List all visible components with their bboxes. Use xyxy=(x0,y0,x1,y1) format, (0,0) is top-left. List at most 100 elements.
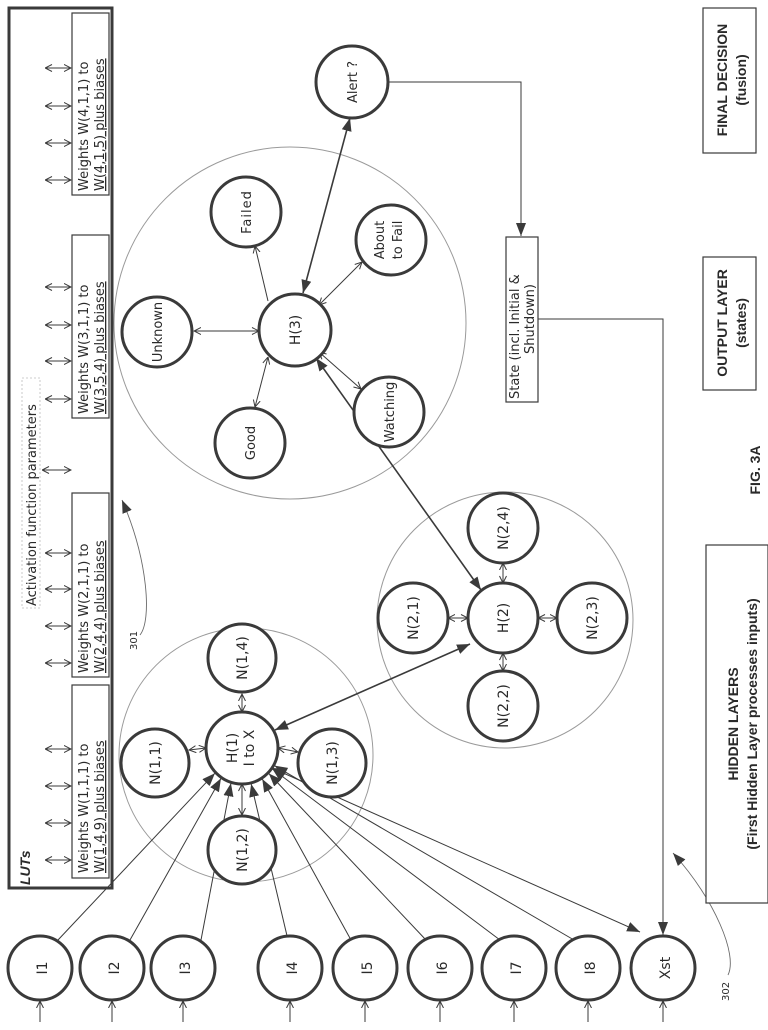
input-node-i1[interactable]: I1 xyxy=(6,934,74,1002)
ref-302-label: 302 xyxy=(721,982,732,1001)
node-h3[interactable]: H(3) xyxy=(257,292,333,368)
state-node-unknown[interactable]: Unknown xyxy=(120,295,194,369)
input-node-label: I7 xyxy=(509,961,525,974)
input-node-i5[interactable]: I5 xyxy=(331,934,399,1002)
ref-302: 302 xyxy=(672,852,732,1001)
alert-label: Alert ? xyxy=(346,61,361,103)
weight-block-2: Weights W(2,1,1) to W(2,4,4) plus biases xyxy=(71,492,110,678)
state-box-line1: State (incl. Initial & xyxy=(508,274,523,399)
node-n-2-3[interactable]: N(2,3) xyxy=(555,581,629,655)
figure-label: FIG. 3A xyxy=(747,445,763,494)
edge-input-5-to-h1 xyxy=(261,778,352,941)
state-node-about-to-fail[interactable]: About to Fail xyxy=(354,203,428,277)
state-node-good[interactable]: Good xyxy=(213,406,287,480)
state-good-label: Good xyxy=(244,426,259,460)
state-node-watching[interactable]: Watching xyxy=(352,375,426,449)
edge-input-7-to-h1 xyxy=(272,768,501,941)
legend-final-decision: FINAL DECISION (fusion) xyxy=(702,7,757,154)
input-node-label: Xst xyxy=(658,956,674,979)
state-failed-label: Failed xyxy=(240,190,255,234)
legend-output-layer: OUTPUT LAYER (states) xyxy=(702,256,757,391)
node-n-2-1-label: N(2,1) xyxy=(406,596,422,640)
alert-node[interactable]: Alert ? xyxy=(314,44,390,120)
node-n-1-4-label: N(1,4) xyxy=(235,636,251,680)
input-node-i2[interactable]: I2 xyxy=(78,934,146,1002)
node-n-2-2-label: N(2,2) xyxy=(496,684,512,728)
node-h2-label: H(2) xyxy=(496,603,512,633)
node-n-1-3-label: N(1,3) xyxy=(325,741,341,785)
node-n-1-2-label: N(1,2) xyxy=(235,828,251,872)
weight-block-4-line1: Weights W(4,1,1) to xyxy=(77,61,92,191)
node-h3-label: H(3) xyxy=(288,315,304,345)
node-h1-line2: I to X xyxy=(242,729,258,766)
input-node-xst[interactable]: Xst xyxy=(629,934,697,1002)
node-n-2-2[interactable]: N(2,2) xyxy=(466,669,540,743)
legend-hidden-layers: HIDDEN LAYERS (First Hidden Layer proces… xyxy=(705,544,768,904)
node-h2[interactable]: H(2) xyxy=(466,581,540,655)
lut-arrows xyxy=(42,68,71,860)
state-about-to-fail-line1: About xyxy=(373,221,388,259)
input-node-label: I8 xyxy=(583,961,599,974)
node-h1-line1: H(1) xyxy=(225,733,241,763)
input-node-i3[interactable]: I3 xyxy=(149,934,217,1002)
input-node-label: I6 xyxy=(435,961,451,974)
node-n-2-3-label: N(2,3) xyxy=(585,596,601,640)
weight-block-3-line2: W(3,5,4) plus biases xyxy=(93,281,108,414)
hidden-layers-line2: (First Hidden Layer processes inputs) xyxy=(744,598,760,849)
node-n-1-2[interactable]: N(1,2) xyxy=(206,814,278,886)
input-node-i4[interactable]: I4 xyxy=(256,934,324,1002)
weight-block-2-line1: Weights W(2,1,1) to xyxy=(77,543,92,673)
weight-block-3-line1: Weights W(3,1,1) to xyxy=(77,284,92,414)
weight-block-2-line2: W(2,4,4) plus biases xyxy=(93,540,108,673)
hidden-layer-3: H(3) Unknown Failed About to Fail Watchi… xyxy=(120,175,428,480)
hidden-layer-2: H(2) N(2,1) N(2,2) N(2,3) N(2,4) xyxy=(376,491,629,743)
activation-block: Activation function parameters xyxy=(21,377,41,609)
luts-panel: LUTs Weights W(1,1,1) to W(1,4,9) plus b… xyxy=(7,6,114,890)
final-decision-line2: (fusion) xyxy=(733,54,749,105)
node-n-2-4-label: N(2,4) xyxy=(496,506,512,550)
weight-block-1: Weights W(1,1,1) to W(1,4,9) plus biases xyxy=(71,684,110,879)
ref-301: 301 xyxy=(121,499,147,650)
weight-block-4-line2: W(4,1,5) plus biases xyxy=(93,58,108,191)
edge-input-2-to-h1 xyxy=(129,778,222,941)
node-n-1-1[interactable]: N(1,1) xyxy=(119,727,191,799)
edge-input-1-to-h1 xyxy=(57,772,216,941)
input-node-label: I4 xyxy=(285,961,301,974)
hidden-layer-1: H(1) I to X N(1,1) N(1,2) N(1,3) N(1,4) xyxy=(119,622,368,886)
input-node-i6[interactable]: I6 xyxy=(406,934,474,1002)
connections xyxy=(40,81,668,1022)
input-node-label: I2 xyxy=(107,961,123,974)
node-n-2-1[interactable]: N(2,1) xyxy=(376,581,450,655)
node-n-1-3[interactable]: N(1,3) xyxy=(296,727,368,799)
input-node-label: I1 xyxy=(35,961,51,974)
state-unknown-label: Unknown xyxy=(151,302,166,362)
edge-input-6-to-h1 xyxy=(268,773,427,941)
final-decision-line1: FINAL DECISION xyxy=(714,24,730,137)
weight-block-4: Weights W(4,1,1) to W(4,1,5) plus biases xyxy=(71,12,110,196)
state-box-line2: Shutdown) xyxy=(523,284,538,354)
weight-block-3: Weights W(3,1,1) to W(3,5,4) plus biases xyxy=(71,234,110,419)
state-about-to-fail-line2: to Fail xyxy=(391,221,406,260)
ref-301-label: 301 xyxy=(129,631,140,650)
activation-label: Activation function parameters xyxy=(25,404,40,606)
weight-block-1-line2: W(1,4,9) plus biases xyxy=(93,740,108,873)
node-h1[interactable]: H(1) I to X xyxy=(204,710,280,786)
state-node-failed[interactable]: Failed xyxy=(209,175,283,249)
state-watching-label: Watching xyxy=(383,382,398,443)
output-layer-line1: OUTPUT LAYER xyxy=(714,269,730,377)
hidden-layer-3-group xyxy=(113,146,467,500)
weight-block-1-line1: Weights W(1,1,1) to xyxy=(77,743,92,873)
input-layer: I1 I2 I3 I4 I5 I6 I7 I8 Xst xyxy=(6,934,697,1002)
node-n-1-1-label: N(1,1) xyxy=(148,741,164,785)
input-node-label: I3 xyxy=(178,961,194,974)
state-box[interactable]: State (incl. Initial & Shutdown) xyxy=(505,236,539,403)
hidden-layers-line1: HIDDEN LAYERS xyxy=(725,667,741,780)
luts-title: LUTs xyxy=(17,850,33,885)
output-layer-line2: (states) xyxy=(733,298,749,348)
node-n-2-4[interactable]: N(2,4) xyxy=(466,491,540,565)
input-node-i7[interactable]: I7 xyxy=(480,934,548,1002)
input-node-i8[interactable]: I8 xyxy=(554,934,622,1002)
node-n-1-4[interactable]: N(1,4) xyxy=(206,622,278,694)
input-node-label: I5 xyxy=(360,961,376,974)
